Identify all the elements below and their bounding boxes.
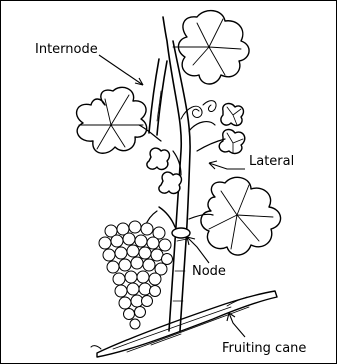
grape-cluster-icon [99,221,173,329]
label-node: Node [192,265,226,278]
leaf-small-mid [159,172,182,193]
tendril-upper [181,106,202,119]
label-fruiting-cane: Fruiting cane [222,342,306,355]
node-marker [172,228,190,238]
leaf-right-lower [201,177,281,255]
label-lateral: Lateral [249,155,294,168]
leaf-small-left [147,148,170,169]
arrow-icon [99,55,143,85]
leaf-left [77,87,147,153]
label-internode: Internode [35,43,98,56]
